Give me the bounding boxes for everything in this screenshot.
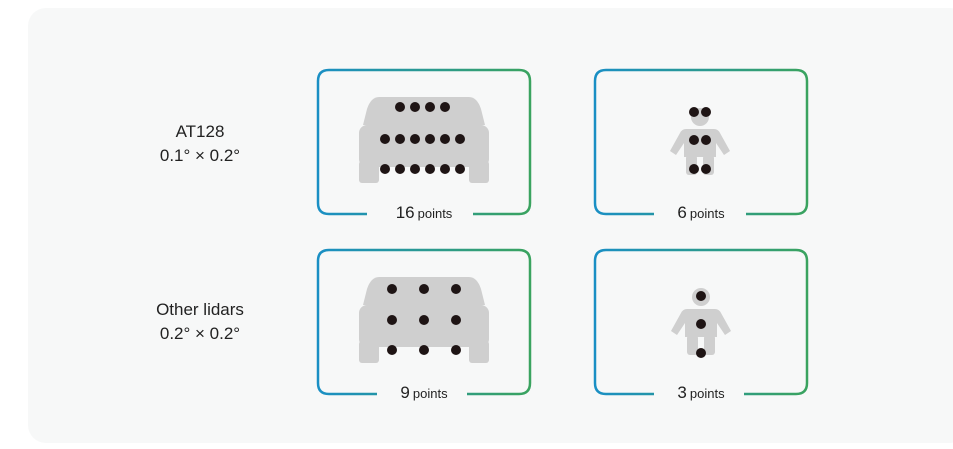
point-unit: points bbox=[417, 206, 453, 221]
point-count: 6 bbox=[677, 203, 687, 222]
point-markers bbox=[696, 291, 706, 358]
point-count: 9 bbox=[400, 383, 410, 402]
point-unit: points bbox=[689, 206, 725, 221]
card-frame-at128-person bbox=[593, 68, 809, 216]
lidar-resolution: 0.2° × 0.2° bbox=[159, 324, 241, 343]
point-markers bbox=[380, 102, 465, 174]
point-count: 3 bbox=[677, 383, 687, 402]
point-count: 16 bbox=[395, 203, 415, 222]
point-markers bbox=[387, 284, 461, 355]
card-frame-at128-car bbox=[316, 68, 532, 216]
car-icon bbox=[359, 97, 489, 183]
row-label-other-lidars: Other lidars 0.2° × 0.2° bbox=[100, 298, 300, 346]
point-unit: points bbox=[689, 386, 725, 401]
lidar-resolution: 0.1° × 0.2° bbox=[159, 146, 241, 165]
lidar-name: Other lidars bbox=[156, 300, 244, 319]
person-icon bbox=[670, 108, 730, 175]
row-label-at128: AT128 0.1° × 0.2° bbox=[100, 120, 300, 168]
card-frame-other-person bbox=[593, 248, 809, 396]
card-frame-other-car bbox=[316, 248, 532, 396]
point-unit: points bbox=[412, 386, 448, 401]
point-markers bbox=[689, 107, 711, 174]
comparison-panel bbox=[28, 8, 953, 443]
lidar-name: AT128 bbox=[175, 122, 225, 141]
